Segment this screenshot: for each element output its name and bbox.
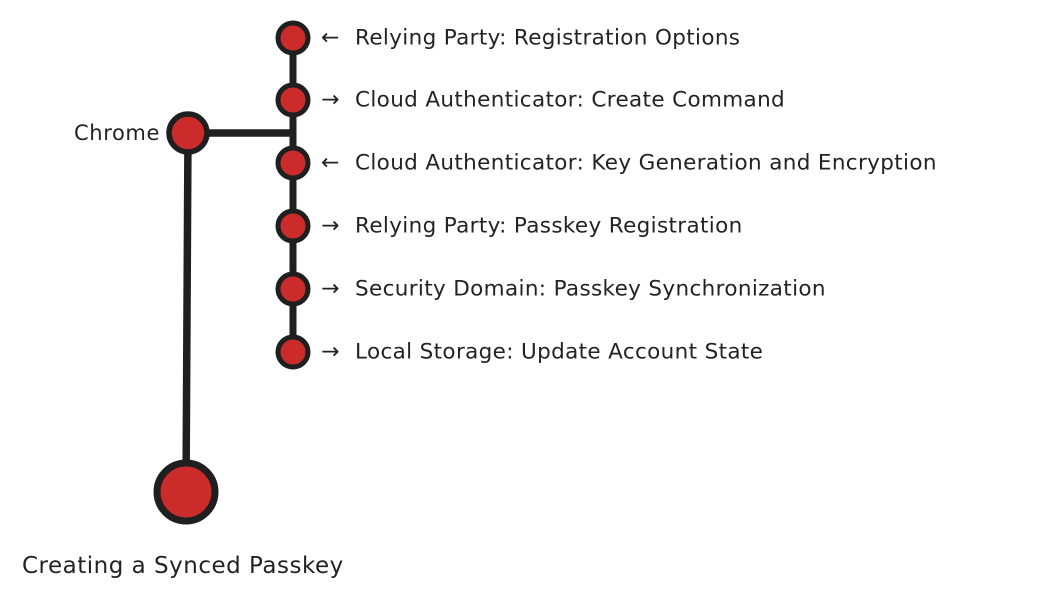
step-label-3: Cloud Authenticator: Key Generation and … <box>355 150 937 176</box>
chrome-node[interactable] <box>166 111 210 155</box>
step-node-2[interactable] <box>275 82 311 118</box>
step-row-3: ← Cloud Authenticator: Key Generation and… <box>321 151 937 176</box>
step-node-6[interactable] <box>275 334 311 370</box>
step-label-4: Relying Party: Passkey Registration <box>355 213 743 239</box>
terminal-node[interactable] <box>153 459 219 525</box>
arrow-right-icon-6: → <box>321 339 340 364</box>
chrome-node-label: Chrome <box>74 121 160 145</box>
node-group <box>153 20 311 525</box>
step-label-5: Security Domain: Passkey Synchronization <box>355 276 826 302</box>
step-label-2: Cloud Authenticator: Create Command <box>355 87 786 113</box>
step-row-5: → Security Domain: Passkey Synchronizatio… <box>321 277 826 302</box>
arrow-left-icon-3: ← <box>321 150 340 175</box>
root-to-terminal-edge <box>182 132 192 493</box>
step-label-6: Local Storage: Update Account State <box>355 339 764 365</box>
step-node-4[interactable] <box>275 208 311 244</box>
step-row-4: → Relying Party: Passkey Registration <box>321 214 743 239</box>
step-label-1: Relying Party: Registration Options <box>355 25 741 51</box>
step-row-6: → Local Storage: Update Account State <box>321 340 763 365</box>
diagram-caption: Creating a Synced Passkey <box>22 553 344 579</box>
arrow-right-icon-5: → <box>321 276 340 301</box>
step-node-5[interactable] <box>275 271 311 307</box>
arrow-right-icon-4: → <box>321 213 340 238</box>
step-row-2: → Cloud Authenticator: Create Command <box>321 88 785 113</box>
step-row-1: ← Relying Party: Registration Options <box>321 26 740 51</box>
arrow-left-icon-1: ← <box>321 25 340 50</box>
step-node-3[interactable] <box>275 145 311 181</box>
arrow-right-icon-2: → <box>321 87 340 112</box>
step-node-1[interactable] <box>275 20 311 56</box>
